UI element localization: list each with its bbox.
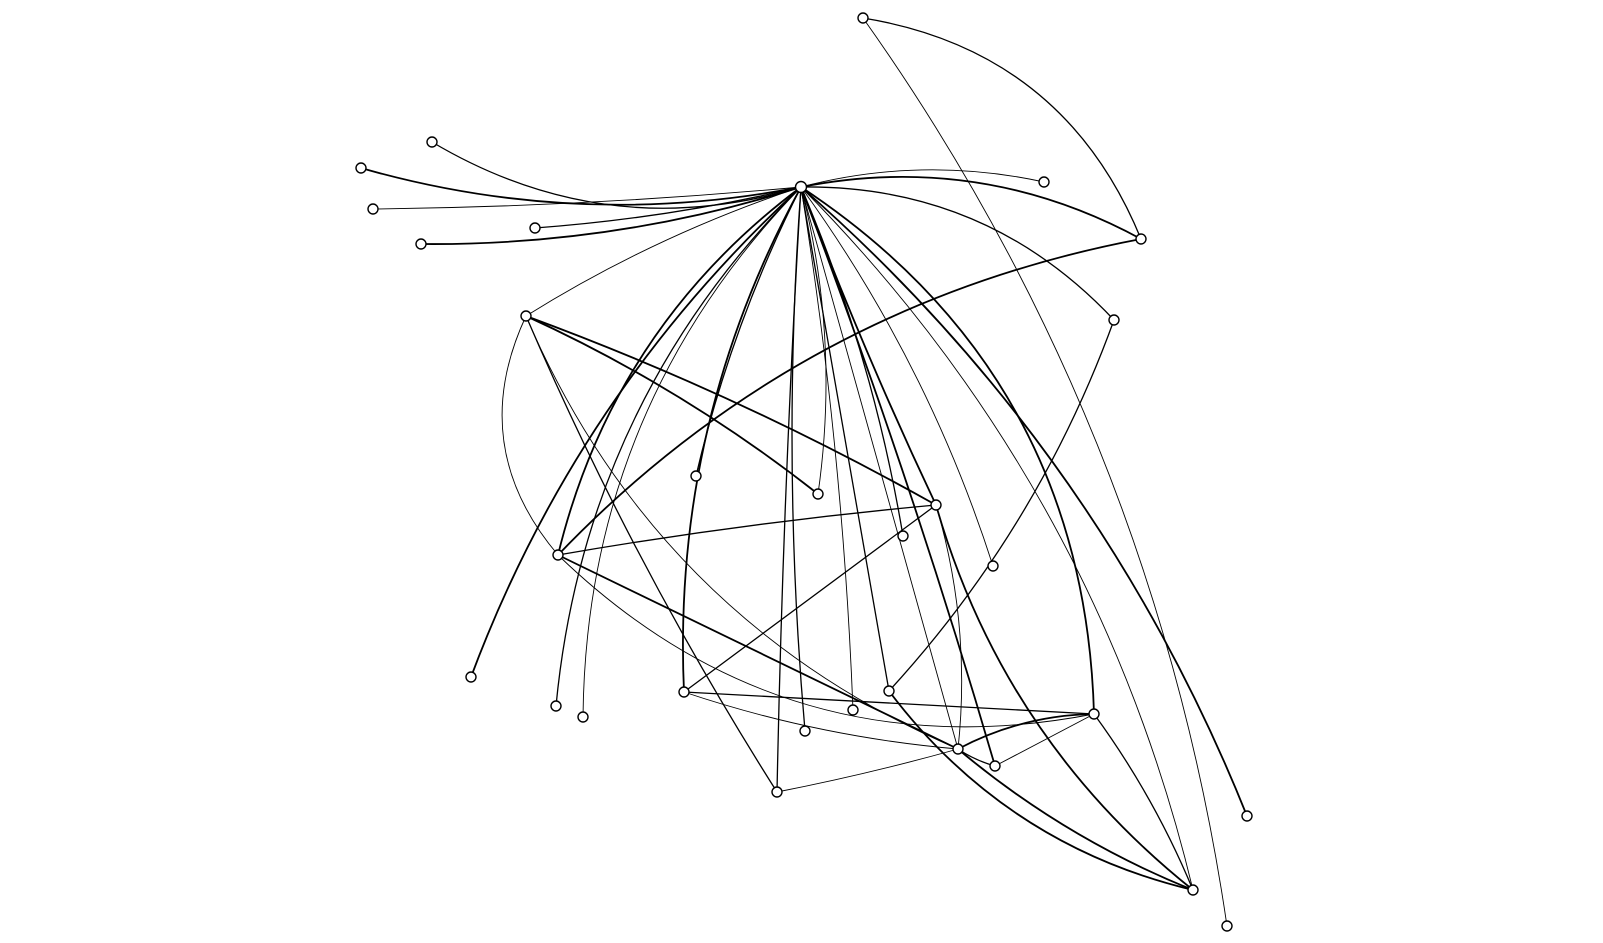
node-n_far_left_2 bbox=[426, 136, 438, 148]
node-n_bottom_center_b bbox=[952, 743, 964, 755]
edge-hub-n_center_hub bbox=[800, 186, 937, 506]
node-n_far_left_1 bbox=[355, 162, 367, 174]
node-n_center_d bbox=[987, 560, 999, 572]
node-n_bottom_right_a bbox=[989, 760, 1001, 772]
edge-hub-n_bottom_right_b bbox=[776, 186, 802, 793]
edge-hub-n_far_left_1 bbox=[360, 167, 802, 206]
nodes-layer bbox=[355, 12, 1253, 932]
edge-n_bottom_center_b-n_bottom_right_c bbox=[957, 748, 1194, 891]
edge-n_upper_right_b-n_left_mid bbox=[557, 238, 1142, 556]
edge-hub-n_lower_center bbox=[682, 186, 802, 693]
edge-n_left_outer-n_center_hub bbox=[525, 315, 937, 506]
edge-n_bottom_center_b-n_lower_right_hub bbox=[957, 713, 1095, 750]
node-n_far_left_3 bbox=[367, 203, 379, 215]
edge-n_center_hub-n_bottom_right_c bbox=[935, 504, 1194, 891]
edge-n_left_mid-n_lower_right_hub bbox=[557, 554, 1095, 728]
node-n_lower_mid_a bbox=[883, 685, 895, 697]
edge-hub-n_lower_mid_b bbox=[800, 186, 854, 711]
edge-n_lower_center-n_bottom_center_b bbox=[683, 691, 959, 750]
node-hub bbox=[794, 180, 808, 194]
edge-hub-n_upper_right_b bbox=[800, 176, 1142, 240]
edge-hub-n_upper_right_a bbox=[800, 169, 1045, 188]
edge-hub-n_left_mid bbox=[557, 186, 802, 556]
edge-hub-n_bottom_left_3 bbox=[582, 186, 802, 718]
edge-hub-n_right_mid bbox=[800, 186, 1115, 321]
node-n_center_hub bbox=[930, 499, 942, 511]
node-n_far_left_4 bbox=[415, 238, 427, 250]
node-n_lower_right_a bbox=[1221, 920, 1233, 932]
edge-n_top-n_lower_right_a bbox=[862, 17, 1228, 927]
node-n_bottom_center_a bbox=[799, 725, 811, 737]
node-n_center_a bbox=[690, 470, 702, 482]
edge-n_left_mid-n_center_hub bbox=[557, 504, 937, 556]
edge-hub-n_far_left_2 bbox=[431, 141, 802, 209]
edge-n_center_hub-n_bottom_center_b bbox=[935, 504, 963, 750]
edge-n_left_outer-n_bottom_center_b bbox=[525, 315, 959, 750]
node-n_lower_center bbox=[678, 686, 690, 698]
edge-hub-n_bottom_left_1 bbox=[470, 186, 802, 678]
node-n_bottom_left_3 bbox=[577, 711, 589, 723]
edge-n_lower_mid_a-n_bottom_right_c bbox=[888, 690, 1194, 891]
edge-n_lower_right_hub-n_bottom_right_c bbox=[1093, 713, 1194, 891]
edge-n_left_outer-n_left_mid bbox=[501, 315, 559, 556]
edge-hub-n_center_c bbox=[800, 186, 904, 537]
edge-hub-n_bottom_center_a bbox=[791, 186, 806, 732]
edge-n_left_outer-n_center_b bbox=[525, 315, 819, 495]
node-n_right_mid bbox=[1108, 314, 1120, 326]
edge-hub-n_left_outer bbox=[525, 186, 802, 317]
edge-hub-n_left_inner bbox=[534, 186, 802, 229]
node-n_bottom_left_2 bbox=[550, 700, 562, 712]
edge-hub-n_bottom_right_c bbox=[800, 186, 1194, 891]
node-n_left_outer bbox=[520, 310, 532, 322]
node-n_center_b bbox=[812, 488, 824, 500]
edge-hub-n_bottom_left_2 bbox=[555, 186, 802, 707]
edge-hub-n_center_d bbox=[800, 186, 994, 567]
node-n_left_mid bbox=[552, 549, 564, 561]
edge-hub-n_bottom_center_b bbox=[800, 186, 959, 750]
edge-n_right_mid-n_lower_mid_a bbox=[888, 319, 1115, 692]
node-n_lower_right_hub bbox=[1088, 708, 1100, 720]
node-n_bottom_right_d bbox=[1241, 810, 1253, 822]
node-n_upper_right_b bbox=[1135, 233, 1147, 245]
edge-n_center_hub-n_lower_center bbox=[683, 504, 937, 693]
node-n_lower_mid_b bbox=[847, 704, 859, 716]
node-n_bottom_right_b bbox=[771, 786, 783, 798]
edge-n_left_outer-n_bottom_right_b bbox=[525, 315, 778, 793]
edge-hub-n_bottom_right_d bbox=[800, 186, 1248, 817]
edge-hub-n_lower_mid_a bbox=[800, 186, 890, 692]
edge-n_lower_center-n_lower_right_hub bbox=[683, 691, 1095, 715]
node-n_top bbox=[857, 12, 869, 24]
edges-layer bbox=[360, 17, 1248, 927]
node-n_bottom_right_c bbox=[1187, 884, 1199, 896]
node-n_upper_right_a bbox=[1038, 176, 1050, 188]
edge-hub-n_center_b bbox=[800, 186, 827, 495]
edge-hub-n_bottom_right_a bbox=[800, 186, 996, 767]
node-n_left_inner bbox=[529, 222, 541, 234]
node-n_bottom_left_1 bbox=[465, 671, 477, 683]
edge-n_lower_right_hub-n_bottom_right_a bbox=[994, 713, 1095, 767]
edge-n_left_mid-n_bottom_center_b bbox=[557, 554, 959, 750]
edge-hub-n_far_left_3 bbox=[372, 186, 802, 210]
edge-hub-n_far_left_4 bbox=[420, 186, 802, 245]
edge-hub-n_lower_right_hub bbox=[800, 186, 1095, 715]
node-n_center_c bbox=[897, 530, 909, 542]
edge-n_top-n_upper_right_b bbox=[862, 17, 1142, 240]
edge-n_bottom_center_b-n_bottom_right_b bbox=[776, 748, 959, 793]
